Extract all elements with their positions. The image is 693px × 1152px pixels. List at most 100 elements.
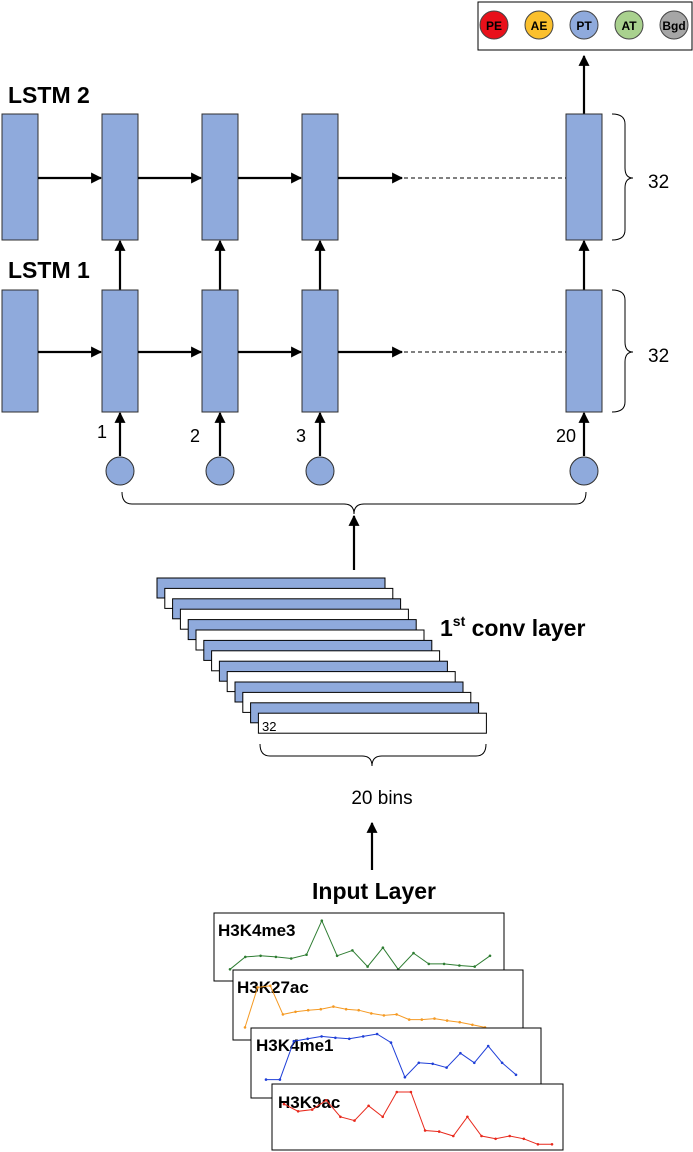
lstm2-units-label: 32: [648, 172, 669, 193]
class-circle-ae: [524, 10, 554, 40]
track-signal-point: [488, 954, 492, 958]
class-label-bgd: Bgd: [662, 19, 685, 33]
class-circle-bgd: [659, 10, 689, 40]
track-signal-point: [458, 1020, 462, 1024]
class-label-at: AT: [621, 19, 637, 33]
lstm2-layer: 32: [1, 113, 669, 241]
track-signal-point: [306, 1037, 310, 1041]
track-signal-point: [514, 1073, 518, 1077]
nodes-brace: [121, 491, 587, 515]
track-signal-point: [494, 1137, 497, 1141]
class-label-pt: PT: [576, 19, 592, 33]
bins-brace: [259, 743, 487, 767]
track-signal-point: [305, 953, 308, 956]
lstm2-cell: [101, 113, 139, 241]
track-signal-point: [480, 1134, 483, 1138]
track-signal-point: [325, 1099, 328, 1102]
conv-layer-title: 1st conv layer: [440, 613, 585, 641]
track-signal-point: [259, 954, 262, 958]
track-signal-point: [367, 1104, 370, 1108]
lstm2-cell: [565, 113, 603, 241]
track-signal-point: [256, 986, 259, 989]
track-signal-point: [243, 1026, 247, 1029]
track-signal-point: [375, 1032, 379, 1036]
track-signal-point: [310, 1108, 314, 1111]
class-circle-pe: [479, 10, 509, 40]
timestep-label: 20: [556, 426, 576, 446]
track-signal-point: [339, 1115, 342, 1119]
lstm1-cell: [101, 289, 139, 413]
output-class-bgd: Bgd: [659, 10, 689, 40]
track-signal-point: [445, 1019, 449, 1022]
class-circle-at: [614, 10, 644, 40]
track-signal-point: [319, 1007, 323, 1011]
input-node: [569, 456, 599, 486]
track-signal-point: [370, 1012, 373, 1015]
track-signal-point: [353, 1119, 356, 1122]
track-signal-point: [357, 1008, 361, 1012]
track-signal-point: [334, 1036, 337, 1040]
track-signal-point: [361, 1035, 365, 1038]
track-signal-point: [550, 1143, 554, 1146]
track-signal-point: [407, 1018, 411, 1021]
track-signal-point: [335, 954, 339, 958]
lstm2-label: LSTM 2: [8, 82, 90, 108]
conv-filter-sheet: [257, 712, 487, 734]
track-signal-point: [278, 1078, 282, 1081]
track-signal-line: [244, 985, 486, 1028]
track-signal-point: [473, 1061, 476, 1065]
lstm1-cell: [201, 289, 239, 413]
conv-title-main: 1: [440, 615, 453, 641]
track-signal-point: [332, 1005, 335, 1008]
track-signal-point: [381, 1115, 385, 1119]
track-signal-point: [244, 955, 247, 959]
bins-label: 20 bins: [351, 788, 412, 809]
track-signal-point: [508, 1134, 512, 1138]
track-signal-point: [351, 949, 354, 952]
track-signal-point: [409, 1090, 413, 1094]
track-signal-point: [403, 1075, 407, 1079]
lstm2-cell: [201, 113, 239, 241]
track-signal-point: [522, 1137, 526, 1141]
track-name: H3K4me3: [218, 921, 296, 940]
timestep-label: 3: [296, 426, 306, 446]
track-signal-point: [348, 1037, 351, 1041]
lstm2-cell: [301, 113, 339, 241]
track-signal-point: [466, 1115, 469, 1119]
input-track-h3k9ac: H3K9ac: [271, 1083, 564, 1151]
lstm1-cell: [1, 289, 39, 413]
output-class-pt: PT: [569, 10, 599, 40]
track-signal-point: [264, 1078, 268, 1081]
track-signal-point: [281, 1013, 285, 1016]
lstm1-units-label: 32: [648, 346, 669, 367]
track-name: H3K27ac: [237, 978, 309, 997]
input-node: [105, 456, 135, 486]
track-signal-point: [431, 1062, 435, 1066]
conv-title-rest: conv layer: [465, 615, 585, 641]
track-panel: [271, 1083, 564, 1151]
track-signal-point: [395, 1013, 398, 1016]
lstm1-units-brace: [611, 289, 634, 413]
timestep-label: 1: [97, 422, 107, 442]
track-signal-point: [500, 1061, 504, 1065]
track-signal-point: [459, 1051, 462, 1055]
lstm1-label: LSTM 1: [8, 257, 90, 283]
track-signal-point: [433, 1017, 436, 1020]
lstm2-cell: [1, 113, 39, 241]
track-signal-line: [229, 919, 491, 971]
track-signal-point: [289, 957, 293, 960]
track-signal-point: [382, 1014, 386, 1017]
track-signal-point: [442, 962, 446, 966]
track-signal-point: [296, 1110, 300, 1113]
track-signal-point: [228, 968, 232, 971]
track-signal-point: [445, 1066, 448, 1069]
output-class-ae: AE: [524, 10, 554, 40]
track-signal-point: [471, 1023, 474, 1027]
class-label-ae: AE: [531, 19, 548, 33]
track-signal-point: [417, 1061, 421, 1065]
timestep-label: 2: [190, 426, 200, 446]
lstm1-cell: [565, 289, 603, 413]
conv-title-sup: st: [453, 613, 466, 629]
track-signal-point: [306, 1008, 310, 1012]
